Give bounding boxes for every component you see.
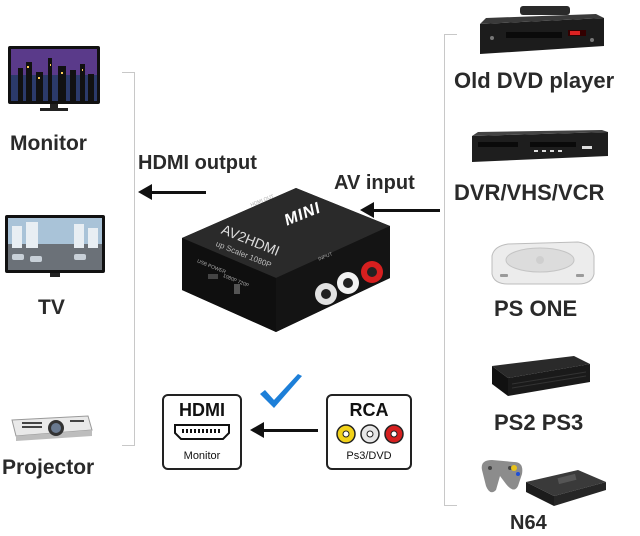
device-label-vcr: DVR/VHS/VCR [454,180,605,205]
monitor-icon [6,44,102,112]
n64-icon [478,456,608,512]
hdmi-port-icon [174,424,230,445]
av-input-label: AV input [334,172,415,194]
left-bracket [122,72,135,446]
av-input-arrow-head [360,202,374,218]
ps2-ps3-icon [488,352,592,400]
dvd-player-icon [476,4,608,58]
vcr-icon [470,128,610,166]
hdmi-output-label: HDMI output [138,152,257,174]
device-label-monitor: Monitor [10,132,87,155]
rca-connectors-icon [334,424,406,449]
hdmi-box-sub: Monitor [183,450,221,462]
device-label-ps2-ps3: PS2 PS3 [494,410,584,435]
device-label-n64: N64 [510,512,547,534]
hdmi-output-arrow-head [138,184,152,200]
rca-box: RCA Ps3/DVD [326,394,412,470]
hdmi-output-arrow-line [150,191,206,194]
rca-to-hdmi-arrow-head [250,422,264,438]
rca-box-title: RCA [349,400,389,420]
rca-to-hdmi-arrow-line [262,429,318,432]
hdmi-box-title: HDMI [179,400,225,420]
device-label-ps-one: PS ONE [494,296,578,321]
hdmi-monitor-box: HDMI Monitor [162,394,242,470]
tv-icon [4,214,106,278]
device-label-dvd: Old DVD player [454,68,615,93]
right-bracket [444,34,457,506]
av2hdmi-converter [178,186,392,336]
projector-icon [8,406,94,442]
av-input-arrow-line [372,209,440,212]
ps-one-icon [488,236,598,288]
rca-box-sub: Ps3/DVD [346,450,392,462]
checkmark-icon [258,372,304,421]
device-label-projector: Projector [2,456,95,479]
device-label-tv: TV [38,296,65,319]
